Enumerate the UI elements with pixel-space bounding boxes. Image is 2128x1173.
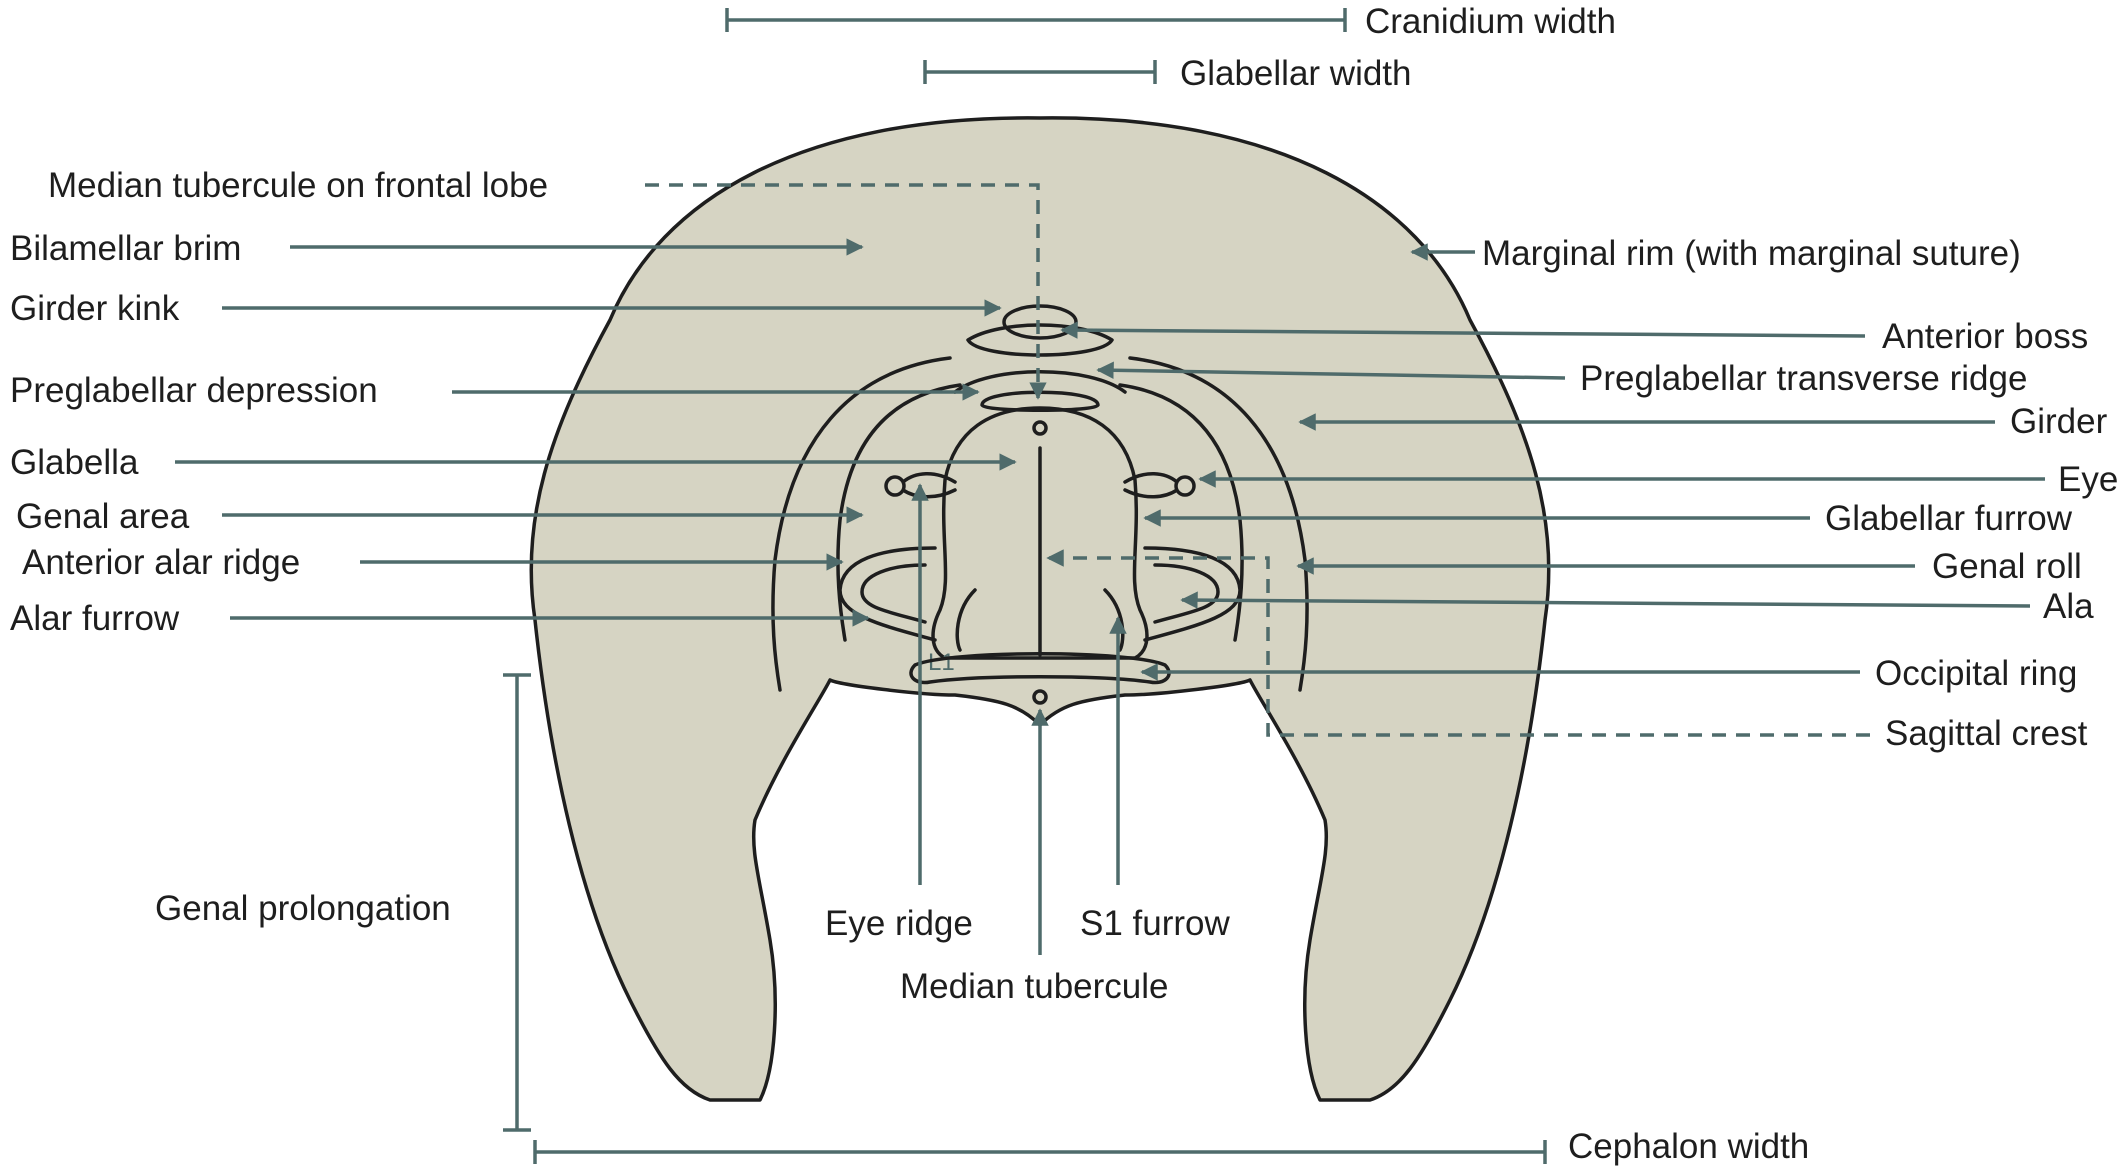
occipital-ring-label: Occipital ring <box>1875 654 2077 693</box>
ala-leader <box>1180 591 2031 609</box>
l1-label: L1 <box>928 649 955 676</box>
preglabellar-transverse-ridge-label: Preglabellar transverse ridge <box>1580 359 2027 398</box>
median-tubercule-label: Median tubercule <box>900 967 1169 1006</box>
preglabellar-transverse-ridge-leader <box>1096 361 1566 380</box>
ala-right-inner <box>1153 563 1220 624</box>
bilamellar-brim-label: Bilamellar brim <box>10 229 241 268</box>
anterior-boss-label: Anterior boss <box>1882 317 2088 356</box>
cranidium-width-label: Cranidium width <box>1365 2 1616 41</box>
eye-label: Eye <box>2058 460 2118 499</box>
glabella-label: Glabella <box>10 443 139 482</box>
ala-right <box>1143 546 1242 642</box>
eye-ridge-right-lower <box>1123 488 1179 499</box>
girder-right <box>1128 356 1309 692</box>
anterior-boss-leader <box>1060 321 1866 339</box>
occipital-ring-shape <box>909 652 1171 685</box>
girder-left <box>771 356 952 692</box>
genal-roll-right <box>1118 383 1244 642</box>
cephalon-width-label: Cephalon width <box>1568 1127 1809 1166</box>
eye-ridge-right <box>1123 472 1179 484</box>
median-tubercule-frontal-label: Median tubercule on frontal lobe <box>48 166 548 205</box>
genal-roll-label: Genal roll <box>1932 547 2082 586</box>
sagittal-crest-leader <box>1046 549 1870 737</box>
sagittal-crest-label: Sagittal crest <box>1885 714 2088 753</box>
genal-roll-left <box>836 383 962 642</box>
cranidium-width-bar <box>725 8 1347 32</box>
ala-left <box>838 546 937 642</box>
glabellar-width-bar <box>923 60 1157 84</box>
genal-area-label: Genal area <box>16 497 190 536</box>
anterior-boss-shape <box>1002 304 1078 340</box>
median-tubercule-frontal-leader <box>645 183 1047 400</box>
eye-ridge-label: Eye ridge <box>825 904 973 943</box>
eye-ridge-left <box>901 472 957 484</box>
alar-furrow-label: Alar furrow <box>10 599 180 638</box>
ala-left-inner <box>860 563 927 624</box>
marginal-rim-label: Marginal rim (with marginal suture) <box>1482 234 2021 273</box>
glabellar-furrow-label: Glabellar furrow <box>1825 499 2073 538</box>
glabellar-width-label: Glabellar width <box>1180 54 1412 93</box>
median-tubercule-shape <box>1032 689 1048 705</box>
eye-right-shape <box>1174 475 1196 497</box>
ala-label: Ala <box>2043 587 2094 626</box>
cephalon-width-bar <box>533 1140 1547 1164</box>
s1-furrow-label: S1 furrow <box>1080 904 1230 943</box>
genal-prolongation-bar <box>503 673 531 1132</box>
girder-kink-label: Girder kink <box>10 289 180 328</box>
anterior-alar-ridge-label: Anterior alar ridge <box>22 543 300 582</box>
median-tubercule-frontal-shape <box>1032 420 1048 436</box>
s1-furrow-left <box>955 588 977 652</box>
eye-left-shape <box>884 475 906 497</box>
preglabellar-depression-label: Preglabellar depression <box>10 371 378 410</box>
preglabellar-ridge-shape <box>966 323 1114 357</box>
genal-prolongation-label: Genal prolongation <box>155 889 451 928</box>
girder-label: Girder <box>2010 402 2108 441</box>
